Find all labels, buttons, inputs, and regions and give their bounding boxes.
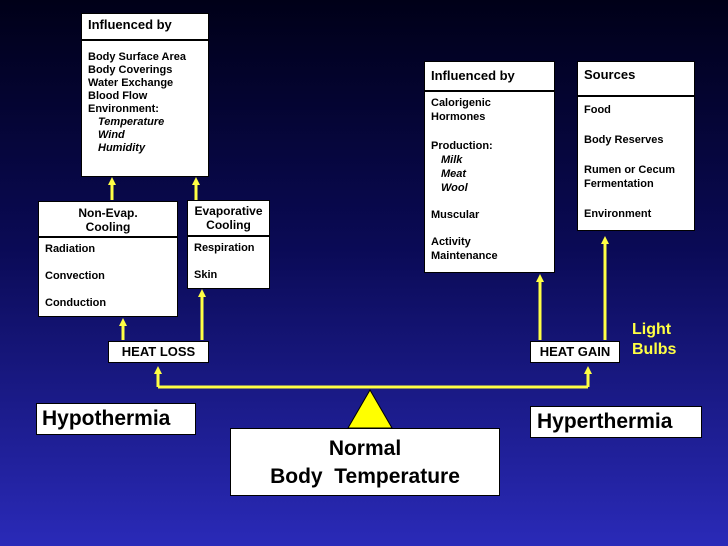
production-item: Meat xyxy=(441,168,467,180)
source-item: Environment xyxy=(584,208,652,220)
heat-loss-influence-title: Influenced by xyxy=(82,14,208,41)
heat-gain-influence-title: Influenced by xyxy=(425,62,554,92)
source-item: Fermentation xyxy=(584,178,654,190)
fulcrum-triangle xyxy=(347,389,393,429)
non-evap-item: Radiation xyxy=(45,243,96,255)
influence-item: Environment: xyxy=(88,103,159,115)
influence-item: Body Surface Area xyxy=(88,51,187,63)
heat-loss-influence-box: Influenced by Body Surface Area Body Cov… xyxy=(81,13,209,177)
body-temperature-line: Body Temperature xyxy=(270,465,460,488)
hyperthermia-label: Hyperthermia xyxy=(530,406,702,438)
normal-line: Normal xyxy=(328,437,402,460)
gain-item: Calorigenic xyxy=(431,97,491,109)
gain-item: Production: xyxy=(431,140,493,152)
hypothermia-label: Hypothermia xyxy=(36,403,196,435)
production-item: Milk xyxy=(441,154,463,166)
non-evap-item: Conduction xyxy=(45,297,107,309)
evap-item: Respiration xyxy=(194,242,255,254)
sources-box: Sources Food Body Reserves Rumen or Cecu… xyxy=(577,61,695,231)
influence-item: Blood Flow xyxy=(88,90,148,102)
source-item: Rumen or Cecum xyxy=(584,164,676,176)
gain-item: Activity xyxy=(431,236,471,248)
source-item: Food xyxy=(584,104,611,116)
heat-loss-label: HEAT LOSS xyxy=(108,341,209,363)
heat-gain-label: HEAT GAIN xyxy=(530,341,620,363)
non-evap-title: Non-Evap. Cooling xyxy=(39,202,177,238)
evap-cooling-box: Evaporative Cooling Respiration Skin xyxy=(187,200,270,289)
sources-title: Sources xyxy=(578,62,694,97)
light-bulbs-line: Light xyxy=(632,321,672,338)
non-evap-title-line: Cooling xyxy=(85,220,131,234)
evap-title-line: Cooling xyxy=(206,218,251,232)
gain-item: Hormones xyxy=(431,111,486,123)
evap-item: Skin xyxy=(194,269,218,281)
non-evap-cooling-box: Non-Evap. Cooling Radiation Convection C… xyxy=(38,201,178,317)
gain-item: Muscular xyxy=(431,209,480,221)
normal-body-temperature-box: Normal Body Temperature xyxy=(230,428,500,496)
non-evap-title-line: Non-Evap. xyxy=(78,206,138,220)
evap-title-line: Evaporative xyxy=(194,204,263,218)
source-item: Body Reserves xyxy=(584,134,664,146)
non-evap-item: Convection xyxy=(45,270,105,282)
evap-title: Evaporative Cooling xyxy=(188,201,269,237)
light-bulbs-label: Light Bulbs xyxy=(632,320,676,360)
gain-item: Maintenance xyxy=(431,250,498,262)
light-bulbs-line: Bulbs xyxy=(632,341,677,358)
heat-gain-influence-box: Influenced by Calorigenic Hormones Produ… xyxy=(424,61,555,273)
influence-item: Water Exchange xyxy=(88,77,174,89)
environment-item: Temperature xyxy=(98,116,165,128)
influence-item: Body Coverings xyxy=(88,64,173,76)
environment-item: Humidity xyxy=(98,142,146,154)
production-item: Wool xyxy=(441,182,468,194)
environment-item: Wind xyxy=(98,129,125,141)
